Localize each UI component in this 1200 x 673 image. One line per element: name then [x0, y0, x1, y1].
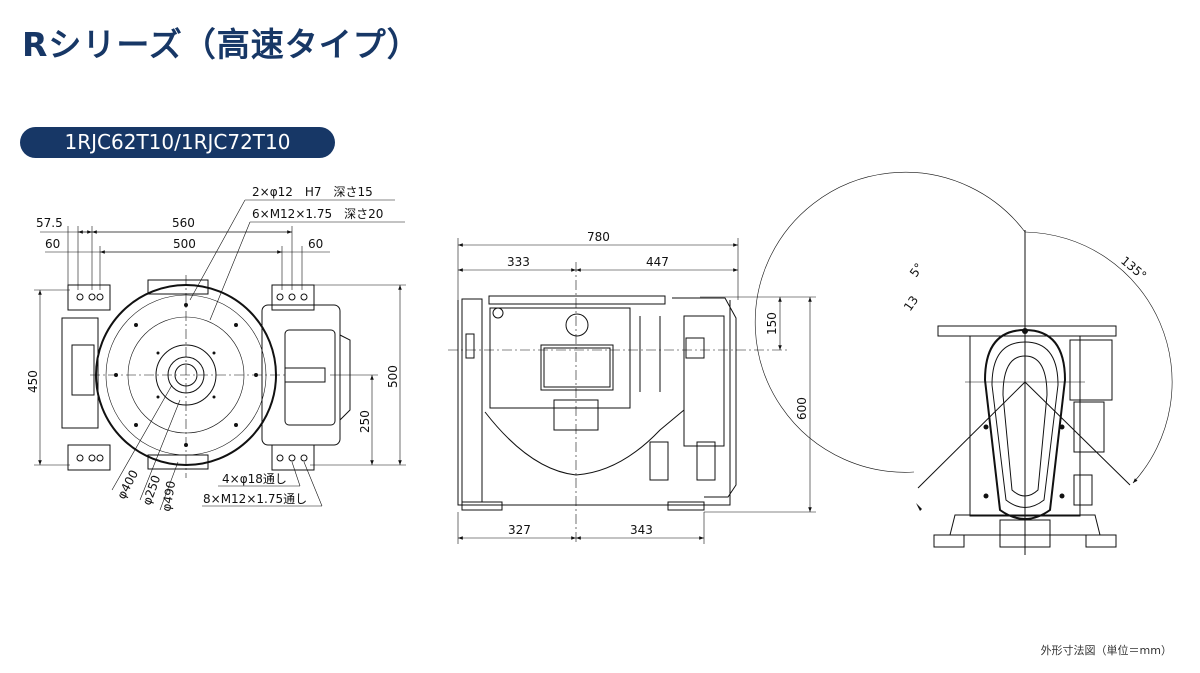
dim-60-right: 60 [308, 237, 323, 251]
dim-57-5: 57.5 [36, 216, 63, 230]
units-caption: 外形寸法図（単位＝mm） [1040, 644, 1172, 657]
pin-hole-note: 2×φ12 H7 深さ15 [252, 185, 373, 199]
dim-447: 447 [646, 255, 669, 269]
model-badge: 1RJC62T10/1RJC72T10 [20, 127, 335, 158]
side-view-drawing: 780 333 447 327 343 150 600 [448, 230, 816, 545]
through-tap-note: 8×M12×1.75通し [203, 492, 307, 506]
angle-label-5: 5° [907, 261, 926, 280]
dim-450: 450 [26, 370, 40, 393]
page-title: Rシリーズ（高速タイプ） [22, 25, 421, 64]
front-view-drawing: 5° 13 135° [754, 171, 1173, 555]
dim-327: 327 [508, 523, 531, 537]
dim-60-left: 60 [45, 237, 60, 251]
dia-490: φ490 [159, 480, 178, 513]
top-view-drawing: 2×φ12 H7 深さ15 6×M12×1.75 深さ20 57.5 560 6… [26, 185, 406, 513]
dim-250: 250 [358, 410, 372, 433]
dia-400: φ400 [114, 468, 141, 502]
tapped-hole-note: 6×M12×1.75 深さ20 [252, 207, 383, 221]
angle-label-135: 135° [1118, 254, 1149, 283]
dim-333: 333 [507, 255, 530, 269]
dim-343: 343 [630, 523, 653, 537]
dim-150: 150 [765, 312, 779, 335]
dim-500-width: 500 [173, 237, 196, 251]
dim-500-height: 500 [386, 365, 400, 388]
dim-600: 600 [795, 397, 809, 420]
dim-780: 780 [587, 230, 610, 244]
through-hole-note: 4×φ18通し [222, 472, 287, 486]
dim-560: 560 [172, 216, 195, 230]
angle-label-13: 13 [901, 293, 921, 314]
